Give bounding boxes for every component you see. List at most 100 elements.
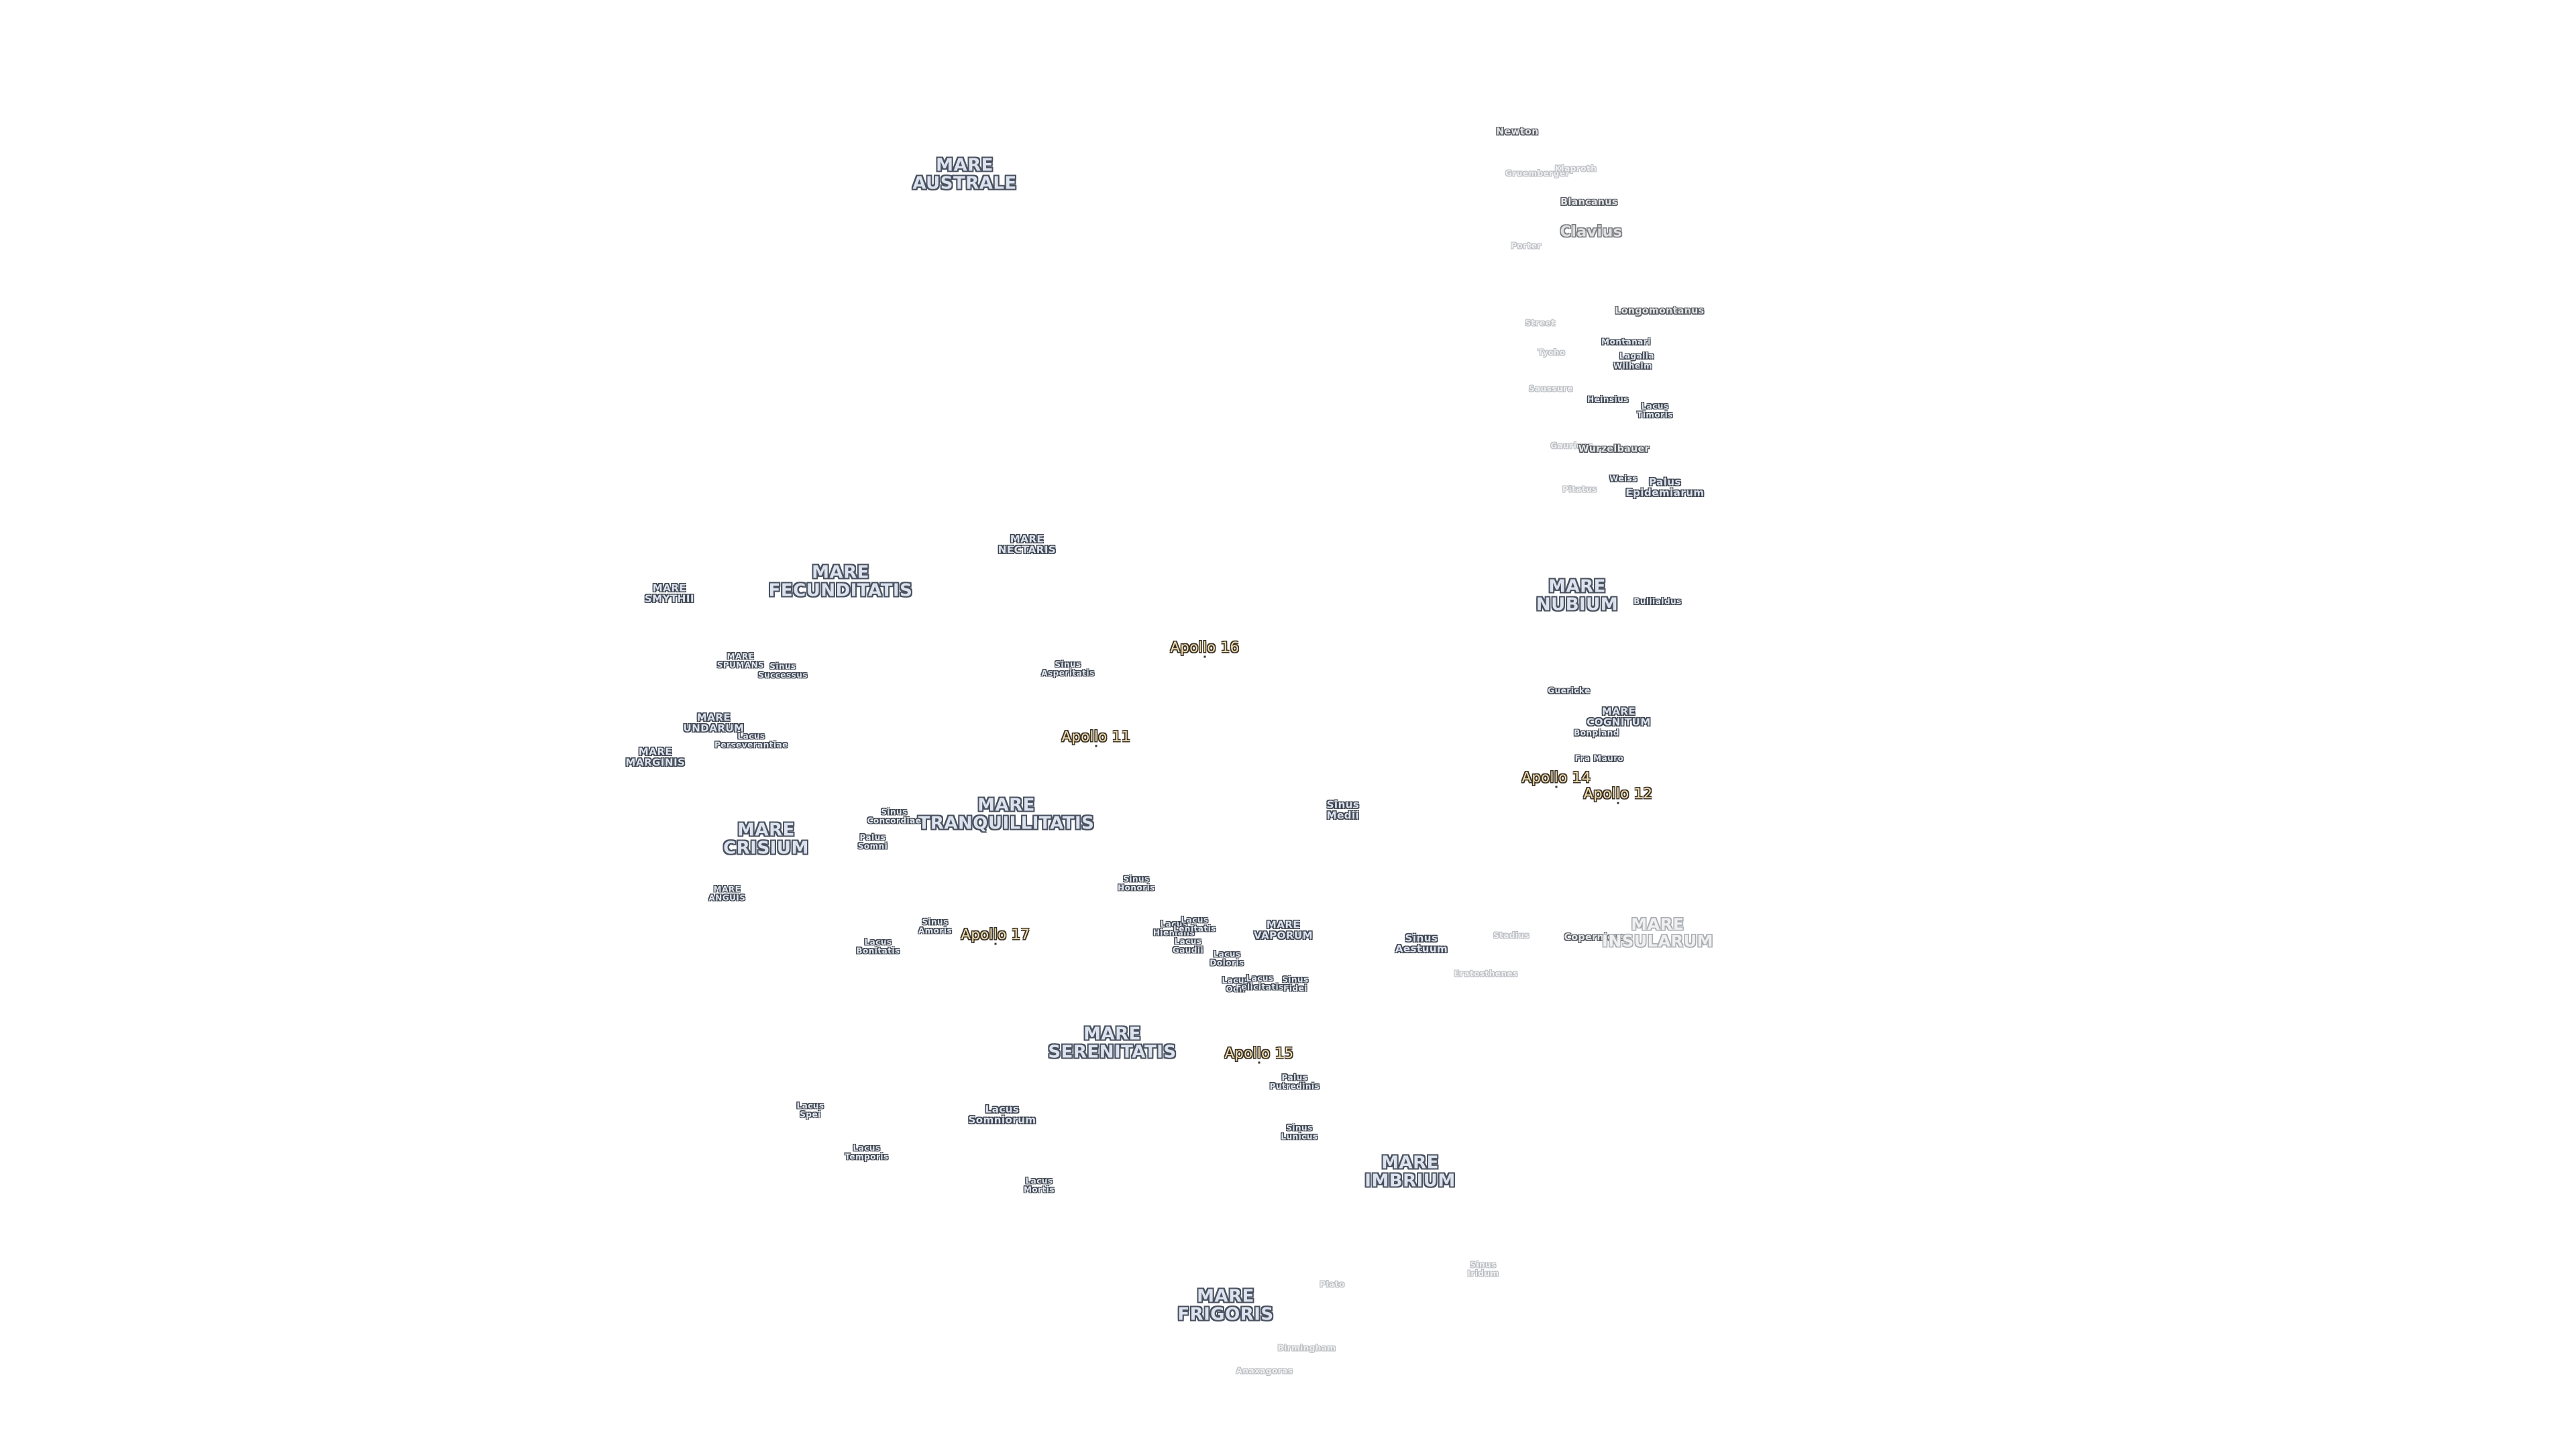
label-mare-smythii-line: MARE bbox=[652, 582, 687, 594]
label-montanari: Montanari bbox=[1601, 338, 1651, 347]
label-gauricus-line: Gauricus bbox=[1550, 441, 1593, 451]
label-mare-insularum-line: INSULARUM bbox=[1601, 932, 1714, 951]
label-blancanus-line: Blancanus bbox=[1560, 197, 1618, 208]
label-mare-nectaris-line: NECTARIS bbox=[998, 543, 1057, 555]
label-apollo-17-line: Apollo 17 bbox=[961, 926, 1030, 943]
label-sinus-asperitatis-line: Sinus bbox=[1055, 659, 1081, 669]
label-clavius-line: Clavius bbox=[1560, 223, 1623, 241]
label-sinus-successus-line: Sinus bbox=[769, 661, 796, 672]
label-wilhelm: Wilhelm bbox=[1613, 362, 1652, 371]
label-clavius-sub-line: Gruemberger bbox=[1505, 168, 1570, 178]
label-lacus-gaudii-line: Gaudii bbox=[1172, 945, 1204, 955]
label-sinus-medii-line: Medii bbox=[1326, 809, 1360, 821]
label-mare-anguis-line: MARE bbox=[713, 884, 741, 894]
label-lacus-perseverantiae-line: Lacus bbox=[737, 731, 765, 741]
label-sinus-concordiae-line: Concordiae bbox=[867, 816, 922, 825]
label-lacus-gaudii-line: Lacus bbox=[1174, 936, 1202, 947]
label-sinus-iridum-line: Iridum bbox=[1467, 1269, 1499, 1278]
label-apollo-14-line: Apollo 14 bbox=[1521, 769, 1591, 786]
label-lacus-odii-line: Lacus bbox=[1222, 975, 1250, 985]
label-newton-line: Newton bbox=[1496, 126, 1539, 138]
label-deslandres-line: Saussure bbox=[1528, 384, 1574, 394]
label-lacus-lenitatis-line: Lenitatis bbox=[1173, 924, 1216, 933]
label-tycho: Tycho bbox=[1538, 349, 1566, 358]
label-sinus-asperitatis-line: Asperitatis bbox=[1041, 668, 1095, 678]
label-palus-somni-line: Somni bbox=[857, 841, 888, 851]
label-guericke-line: Guericke bbox=[1548, 686, 1591, 696]
label-lacus-somniorum-line: Somniorum bbox=[968, 1114, 1036, 1126]
label-sinus-fidei-line: Sinus bbox=[1282, 975, 1309, 985]
label-wurzelbauer-line: Wurzelbauer bbox=[1578, 443, 1650, 455]
label-tycho-line: Tycho bbox=[1538, 347, 1566, 358]
label-mare-crisium-line: MARE bbox=[737, 820, 795, 841]
label-anaxagoras: Anaxagoras bbox=[1236, 1367, 1293, 1376]
label-plato: Plato bbox=[1320, 1281, 1345, 1289]
label-sinus-medii-line: Sinus bbox=[1326, 798, 1360, 811]
label-newton: Newton bbox=[1496, 127, 1538, 138]
label-apollo-17: Apollo 17 bbox=[961, 927, 1030, 942]
label-deslandres: Saussure bbox=[1529, 385, 1573, 394]
label-mare-imbrium-line: MARE bbox=[1381, 1152, 1439, 1173]
label-mare-frigoris-line: FRIGORIS bbox=[1177, 1305, 1274, 1325]
label-weiss-line: Weiss bbox=[1609, 474, 1638, 484]
label-longomontanus-line: Longomontanus bbox=[1615, 305, 1705, 317]
label-sinus-aestuum-line: Sinus bbox=[1405, 932, 1438, 945]
label-plato-line: Plato bbox=[1320, 1279, 1345, 1289]
label-lacus-doloris-line: Doloris bbox=[1210, 958, 1244, 967]
label-birmingham-line: Birmingham bbox=[1277, 1343, 1336, 1353]
apollo-landing-marker bbox=[1258, 1061, 1260, 1064]
label-lacus-felicitatis-line: Lacus bbox=[1246, 973, 1274, 983]
label-guericke: Guericke bbox=[1548, 687, 1590, 696]
label-mare-smythii-line: SMYTHII bbox=[644, 592, 695, 604]
label-klaproth: Klaproth bbox=[1555, 165, 1597, 174]
label-eratosthenes-line: Eratosthenes bbox=[1454, 969, 1518, 979]
label-lacus-somniorum-line: Lacus bbox=[985, 1103, 1020, 1116]
label-mare-anguis-line: ANGUIS bbox=[708, 893, 746, 902]
label-mare-serenitatis-line: SERENITATIS bbox=[1048, 1042, 1177, 1063]
apollo-landing-marker bbox=[1095, 745, 1097, 747]
label-mare-undarum-line: UNDARUM bbox=[683, 722, 745, 734]
label-lacus-felicitatis-line: Felicitatis bbox=[1236, 982, 1284, 991]
label-bonpland-line: Bonpland bbox=[1574, 728, 1619, 738]
label-mare-spumans-line: MARE bbox=[727, 651, 755, 661]
apollo-landing-marker bbox=[1203, 655, 1206, 658]
label-stadius-line: Stadius bbox=[1493, 930, 1530, 941]
label-apollo-15-line: Apollo 15 bbox=[1224, 1044, 1294, 1061]
label-mare-insularum-line: MARE bbox=[1631, 914, 1684, 934]
label-stadius: Stadius bbox=[1493, 932, 1529, 941]
label-mare-marginis-line: MARE bbox=[638, 745, 673, 758]
label-porter-line: Porter bbox=[1511, 241, 1542, 251]
label-lacus-spei-line: Spei bbox=[800, 1110, 821, 1119]
label-street: Street bbox=[1525, 319, 1555, 328]
label-street-line: Street bbox=[1525, 318, 1556, 328]
label-mare-marginis-line: MARGINIS bbox=[625, 756, 686, 768]
label-lacus-temporis-line: Lacus bbox=[853, 1143, 881, 1153]
label-lacus-mortis-line: Mortis bbox=[1023, 1185, 1055, 1194]
label-sinus-amoris-line: Sinus bbox=[922, 917, 949, 927]
label-mare-imbrium-line: IMBRIUM bbox=[1364, 1171, 1456, 1191]
label-mare-serenitatis-line: MARE bbox=[1083, 1024, 1141, 1044]
